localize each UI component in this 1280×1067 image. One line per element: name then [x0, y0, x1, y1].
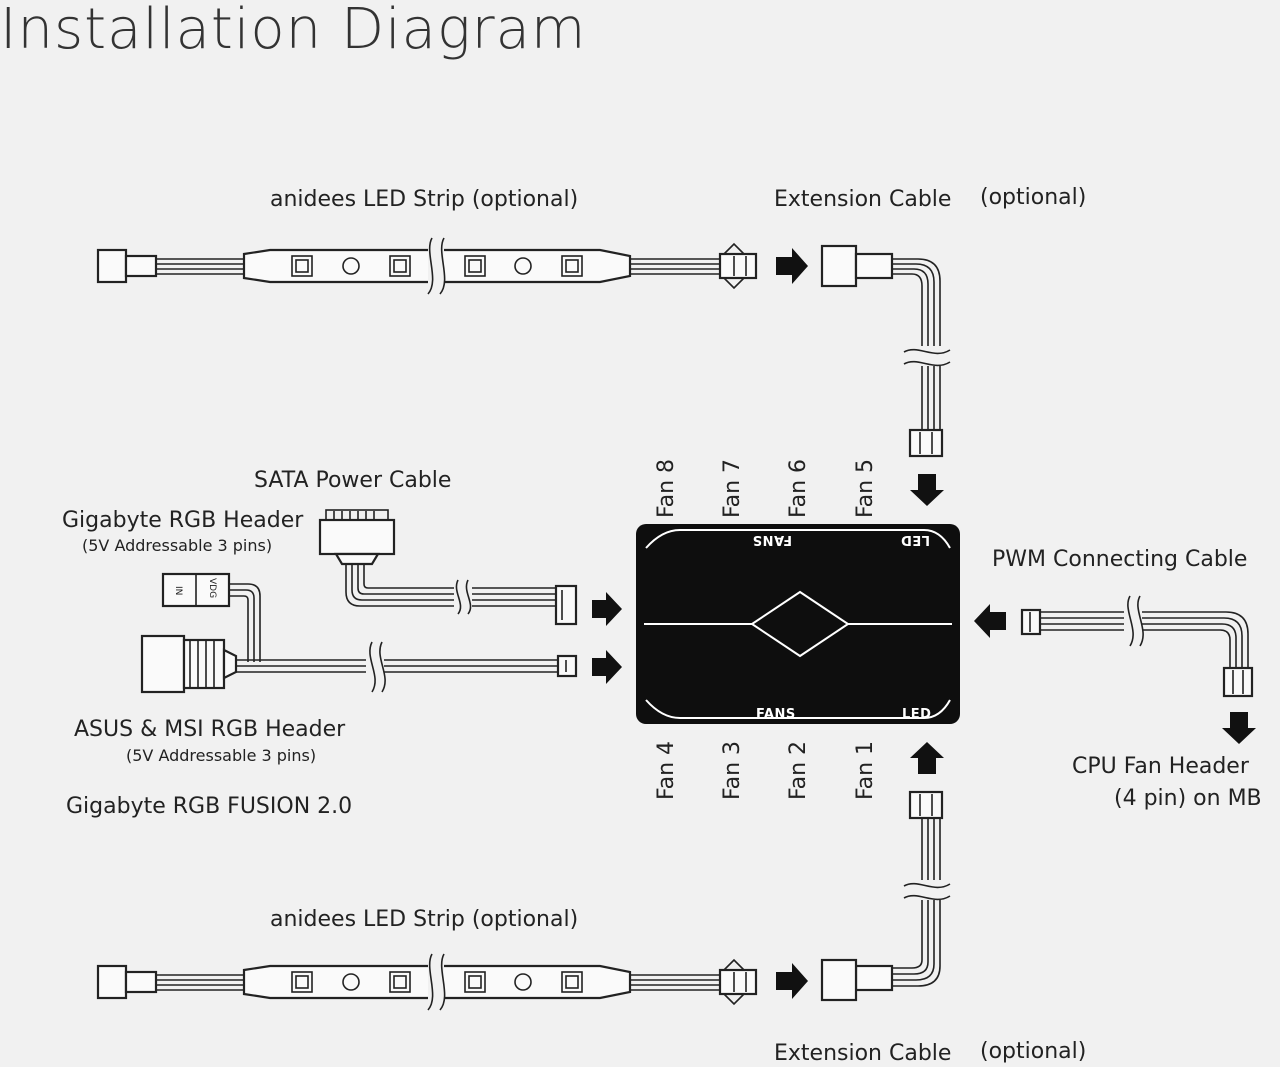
label-gigabyte-rgb-header-sub: (5V Addressable 3 pins) — [82, 536, 272, 555]
label-fan-2: Fan 2 — [786, 741, 811, 800]
vdg-pin-in-label: IN — [173, 586, 183, 595]
label-fan-3: Fan 3 — [720, 741, 745, 800]
label-sata-power: SATA Power Cable — [254, 468, 451, 493]
hub-bottom-led-label: LED — [902, 707, 931, 722]
label-ext-cable-top: Extension Cable — [774, 187, 951, 212]
label-fan-6: Fan 6 — [786, 459, 811, 518]
label-fan-7: Fan 7 — [720, 459, 745, 518]
label-cpu-fan-header-sub: (4 pin) on MB — [1114, 786, 1262, 811]
label-pwm-connecting-cable: PWM Connecting Cable — [992, 547, 1247, 572]
fan-hub: FANS LED FANS LED — [636, 524, 960, 724]
extension-cable-top — [820, 244, 951, 458]
label-cpu-fan-header: CPU Fan Header — [1072, 754, 1250, 779]
arrow-right-icon — [776, 248, 808, 284]
label-asus-msi-rgb-header: ASUS & MSI RGB Header — [74, 717, 346, 742]
arrow-right-icon — [776, 963, 808, 999]
vdg-pin-vdg-label: VDG — [207, 578, 217, 598]
label-fan-4: Fan 4 — [654, 741, 679, 800]
label-led-strip-bottom: anidees LED Strip (optional) — [270, 907, 578, 932]
label-asus-msi-rgb-header-sub: (5V Addressable 3 pins) — [126, 746, 316, 765]
vdg-connector: IN VDG — [161, 572, 261, 662]
label-gigabyte-rgb-fusion: Gigabyte RGB FUSION 2.0 — [66, 794, 352, 819]
arrow-right-icon — [592, 650, 622, 684]
label-ext-cable-top-optional: (optional) — [980, 185, 1086, 210]
sata-power-cable — [318, 509, 578, 626]
label-fan-1: Fan 1 — [853, 741, 878, 800]
arrow-left-icon — [974, 604, 1006, 638]
arrow-right-icon — [592, 592, 622, 626]
extension-cable-bottom — [820, 790, 951, 1002]
pwm-cable — [1020, 595, 1254, 698]
hub-top-fans-label: FANS — [752, 532, 792, 547]
label-gigabyte-rgb-header: Gigabyte RGB Header — [62, 508, 304, 533]
led-strip-bottom — [96, 953, 758, 1011]
label-fan-5: Fan 5 — [853, 459, 878, 518]
arrow-down-icon — [910, 474, 944, 506]
hub-bottom-fans-label: FANS — [756, 707, 796, 722]
label-ext-cable-bottom-optional: (optional) — [980, 1039, 1086, 1064]
led-strip-top — [96, 237, 758, 295]
label-fan-8: Fan 8 — [654, 459, 679, 518]
arrow-up-icon — [910, 742, 944, 774]
arrow-down-icon — [1222, 712, 1256, 744]
label-ext-cable-bottom: Extension Cable — [774, 1041, 951, 1066]
asus-msi-connector — [140, 634, 578, 694]
hub-top-led-label: LED — [901, 532, 930, 547]
diagram-title: Installation Diagram — [0, 0, 586, 62]
label-led-strip-top: anidees LED Strip (optional) — [270, 187, 578, 212]
